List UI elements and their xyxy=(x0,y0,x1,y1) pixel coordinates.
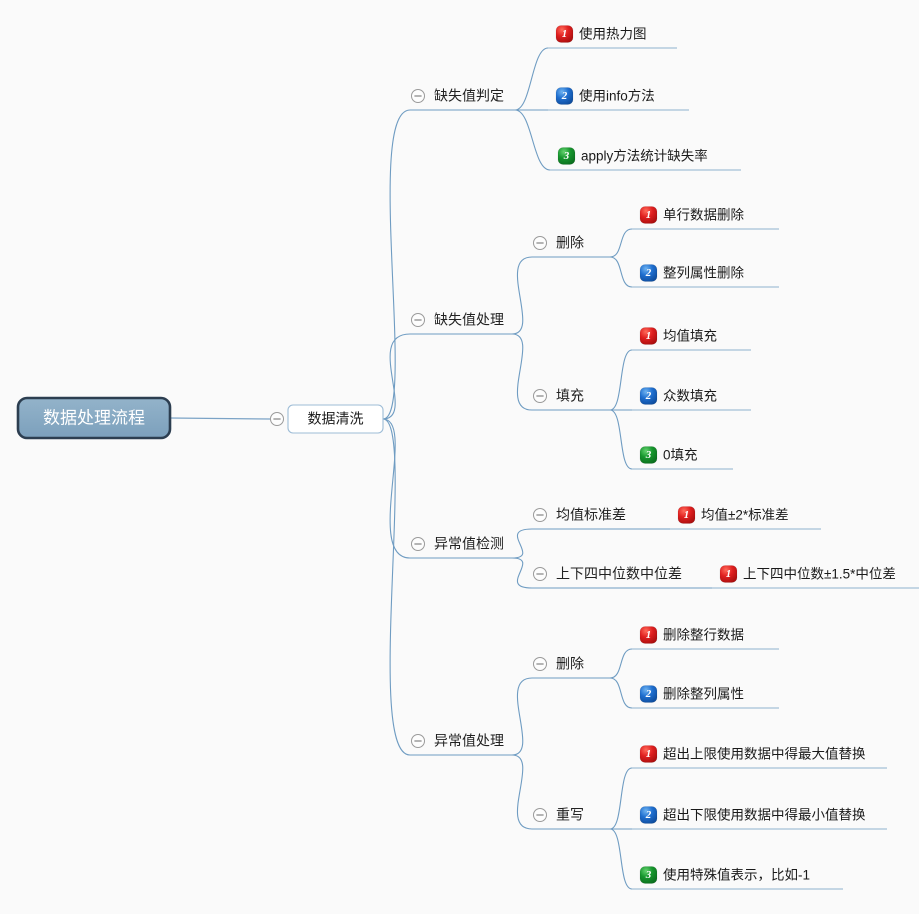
leaf-label: 超出上限使用数据中得最大值替换 xyxy=(663,746,866,762)
branch-node-missing-value-handling[interactable]: 缺失值处理 xyxy=(434,312,504,328)
leaf-label: 超出下限使用数据中得最小值替换 xyxy=(663,807,866,823)
collapse-toggle-missing-value-detection[interactable] xyxy=(411,89,425,103)
subbranch-node-outlier-detection-quartile-median[interactable]: 上下四中位数中位差 xyxy=(556,566,682,582)
subbranch-node-outlier-handling-delete[interactable]: 删除 xyxy=(556,656,584,672)
priority-badge-3: 3 xyxy=(557,147,576,165)
subbranch-node-missing-value-handling-fill[interactable]: 填充 xyxy=(556,388,584,404)
svg-text:2: 2 xyxy=(645,390,652,402)
leaf-node[interactable]: 2 使用info方法 xyxy=(555,87,655,105)
collapse-toggle-outlier-detection[interactable] xyxy=(411,537,425,551)
priority-badge-1: 1 xyxy=(639,327,658,345)
leaf-node[interactable]: 3 apply方法统计缺失率 xyxy=(557,147,708,165)
priority-badge-1: 1 xyxy=(639,745,658,763)
collapse-toggle-outlier-detection-quartile-median[interactable] xyxy=(533,567,547,581)
priority-badge-2: 2 xyxy=(639,264,658,282)
node-layer: 数据处理流程 数据清洗 缺失值判定 1 使用热力图 2 使用info方法 3 apply方法统计… xyxy=(16,25,896,884)
leaf-label: 众数填充 xyxy=(663,389,717,404)
leaf-label: 删除整列属性 xyxy=(663,687,744,702)
collapse-toggle-outlier-handling[interactable] xyxy=(411,734,425,748)
svg-text:2: 2 xyxy=(645,267,652,279)
priority-badge-1: 1 xyxy=(719,565,738,583)
branch-node-outlier-detection[interactable]: 异常值检测 xyxy=(434,536,504,552)
subbranch-label: 删除 xyxy=(556,235,584,251)
svg-text:2: 2 xyxy=(645,809,652,821)
leaf-label: apply方法统计缺失率 xyxy=(581,148,708,164)
svg-text:1: 1 xyxy=(684,509,690,521)
branch-label: 异常值处理 xyxy=(434,733,504,749)
branch-label: 缺失值判定 xyxy=(434,88,504,104)
collapse-toggle-outlier-handling-delete[interactable] xyxy=(533,657,547,671)
leaf-node[interactable]: 2 整列属性删除 xyxy=(639,264,744,282)
collapse-toggle-data-cleaning[interactable] xyxy=(270,412,284,426)
leaf-label: 使用info方法 xyxy=(579,88,655,104)
subbranch-node-outlier-detection-mean-std[interactable]: 均值标准差 xyxy=(556,507,626,523)
svg-text:2: 2 xyxy=(645,688,652,700)
priority-badge-2: 2 xyxy=(639,387,658,405)
leaf-node[interactable]: 1 上下四中位数±1.5*中位差 xyxy=(719,565,896,583)
leaf-label: 均值±2*标准差 xyxy=(701,508,789,523)
leaf-node[interactable]: 1 使用热力图 xyxy=(555,25,647,43)
branch-node-outlier-handling[interactable]: 异常值处理 xyxy=(434,733,504,749)
leaf-label: 使用热力图 xyxy=(579,26,647,42)
collapse-toggle-outlier-handling-rewrite[interactable] xyxy=(533,808,547,822)
collapse-toggle-missing-value-handling[interactable] xyxy=(411,313,425,327)
node-data-cleaning[interactable]: 数据清洗 xyxy=(287,404,384,434)
branch-node-missing-value-detection[interactable]: 缺失值判定 xyxy=(434,88,504,104)
priority-badge-2: 2 xyxy=(639,806,658,824)
leaf-node[interactable]: 1 单行数据删除 xyxy=(639,206,744,224)
leaf-node[interactable]: 3 0填充 xyxy=(639,446,698,464)
svg-text:1: 1 xyxy=(726,568,732,580)
svg-text:2: 2 xyxy=(561,90,568,102)
branch-label: 异常值检测 xyxy=(434,536,504,552)
leaf-node[interactable]: 3 使用特殊值表示，比如-1 xyxy=(639,866,810,884)
leaf-node[interactable]: 1 均值±2*标准差 xyxy=(677,506,789,524)
svg-text:1: 1 xyxy=(562,28,568,40)
subbranch-label: 均值标准差 xyxy=(556,507,626,523)
leaf-label: 均值填充 xyxy=(663,329,717,344)
svg-text:1: 1 xyxy=(646,209,652,221)
leaf-label: 删除整行数据 xyxy=(663,628,744,643)
collapse-toggle-missing-value-handling-fill[interactable] xyxy=(533,389,547,403)
priority-badge-1: 1 xyxy=(555,25,574,43)
leaf-label: 上下四中位数±1.5*中位差 xyxy=(743,567,896,582)
priority-badge-1: 1 xyxy=(639,206,658,224)
node-label: 数据清洗 xyxy=(308,411,364,427)
leaf-node[interactable]: 1 均值填充 xyxy=(639,327,717,345)
leaf-label: 0填充 xyxy=(663,448,698,463)
leaf-label: 单行数据删除 xyxy=(663,208,744,223)
svg-text:1: 1 xyxy=(646,330,652,342)
svg-text:3: 3 xyxy=(645,449,652,461)
svg-text:3: 3 xyxy=(563,150,570,162)
subbranch-node-outlier-handling-rewrite[interactable]: 重写 xyxy=(556,807,584,823)
svg-text:3: 3 xyxy=(645,869,652,881)
collapse-toggle-outlier-detection-mean-std[interactable] xyxy=(533,508,547,522)
priority-badge-3: 3 xyxy=(639,866,658,884)
svg-text:1: 1 xyxy=(646,629,652,641)
subbranch-label: 上下四中位数中位差 xyxy=(556,566,682,582)
branch-label: 缺失值处理 xyxy=(434,312,504,328)
svg-text:1: 1 xyxy=(646,748,652,760)
connector-layer xyxy=(169,47,712,890)
priority-badge-2: 2 xyxy=(639,685,658,703)
priority-badge-1: 1 xyxy=(639,626,658,644)
leaf-node[interactable]: 2 删除整列属性 xyxy=(639,685,744,703)
root-label: 数据处理流程 xyxy=(43,408,145,427)
subbranch-label: 填充 xyxy=(556,388,584,404)
subbranch-label: 删除 xyxy=(556,656,584,672)
leaf-node[interactable]: 2 众数填充 xyxy=(639,387,717,405)
priority-badge-3: 3 xyxy=(639,446,658,464)
priority-badge-1: 1 xyxy=(677,506,696,524)
leaf-node[interactable]: 1 删除整行数据 xyxy=(639,626,744,644)
leaf-node[interactable]: 2 超出下限使用数据中得最小值替换 xyxy=(639,806,866,824)
subbranch-node-missing-value-handling-delete[interactable]: 删除 xyxy=(556,235,584,251)
underline-layer xyxy=(548,47,919,890)
priority-badge-2: 2 xyxy=(555,87,574,105)
leaf-label: 整列属性删除 xyxy=(663,266,744,281)
leaf-node[interactable]: 1 超出上限使用数据中得最大值替换 xyxy=(639,745,866,763)
subbranch-label: 重写 xyxy=(556,807,584,823)
leaf-label: 使用特殊值表示，比如-1 xyxy=(663,867,810,883)
root-node[interactable]: 数据处理流程 xyxy=(16,396,172,440)
collapse-toggle-missing-value-handling-delete[interactable] xyxy=(533,236,547,250)
